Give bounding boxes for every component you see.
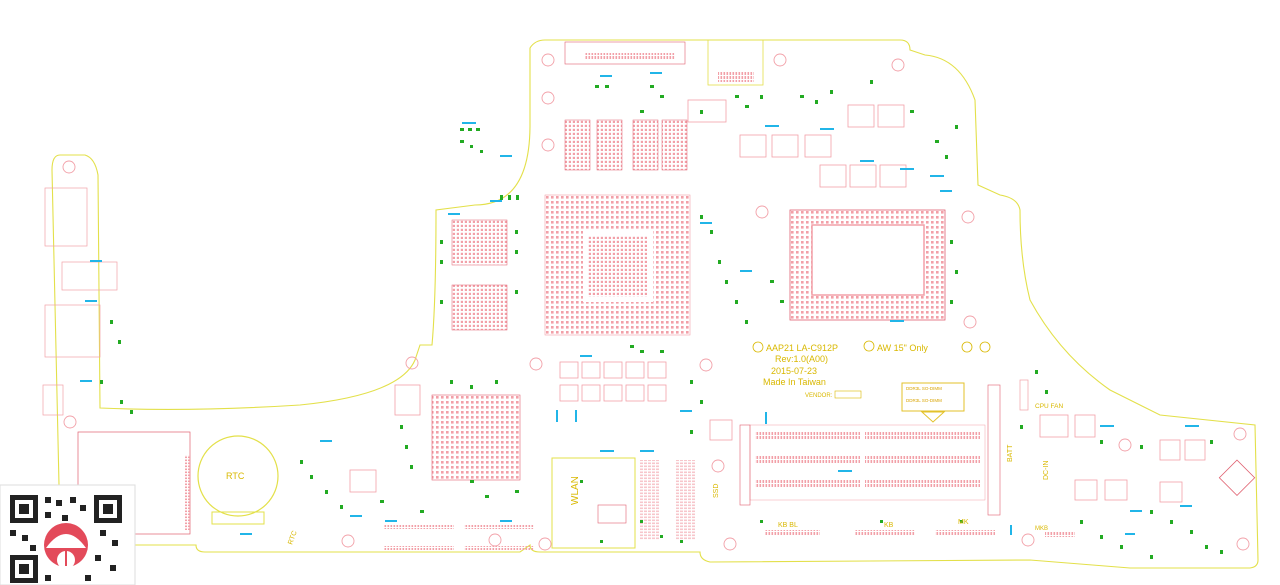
ddr-label-box: DDR3L SO-DIMM DDR3L SO-DIMM [901,382,965,423]
qr-code-watermark [0,484,136,585]
vram-chips [451,119,688,331]
board-marking: AAP21 LA-C912P AW 15" Only Rev:1.0(A00) … [752,340,991,399]
ddr-note-2: DDR3L SO-DIMM [906,398,942,403]
wlan-label: WLAN [570,476,581,505]
board-variant: AW 15" Only [877,343,928,353]
kb-backlight-label: KB BL [778,522,798,529]
bottom-connectors [384,39,1075,550]
macro-keys-label: MK [958,519,969,526]
smd-components [100,80,1223,559]
rtc-label: RTC [226,471,245,481]
gpu-bga-package [544,194,691,336]
fan-connector [1019,379,1256,496]
board-origin: Made In Taiwan [763,377,826,387]
cpu-fan-label: CPU FAN [1035,403,1063,410]
board-revision: Rev:1.0(A00) [775,354,828,364]
cpu-bga-package [789,209,946,321]
connector-labels: KB BL KB MK MKB BATT CPU FAN DC-IN [778,403,1063,532]
board-outline [51,39,1259,569]
mkb-label: MKB [1035,526,1048,532]
vendor-label: VENDOR: [805,393,833,399]
dc-in-label: DC-IN [1043,461,1050,480]
power-section [349,99,1206,503]
left-io-bay [42,187,191,535]
rtc-battery: RTC RTC [197,435,299,546]
board-model: AAP21 LA-C912P [766,343,838,353]
ddr-note: DDR3L SO-DIMM [906,386,942,391]
pch-bga-package [431,394,521,481]
keyboard-label: KB [884,522,894,529]
dimm-slots [739,384,1001,516]
battery-label: BATT [1007,444,1014,462]
ssd-label: SSD [713,484,720,498]
smd-refdes [80,72,1199,535]
board-date: 2015-07-23 [771,366,817,376]
rtc-connector-label: RTC [287,530,298,546]
wlan-bay: WLAN SSD [551,457,720,549]
